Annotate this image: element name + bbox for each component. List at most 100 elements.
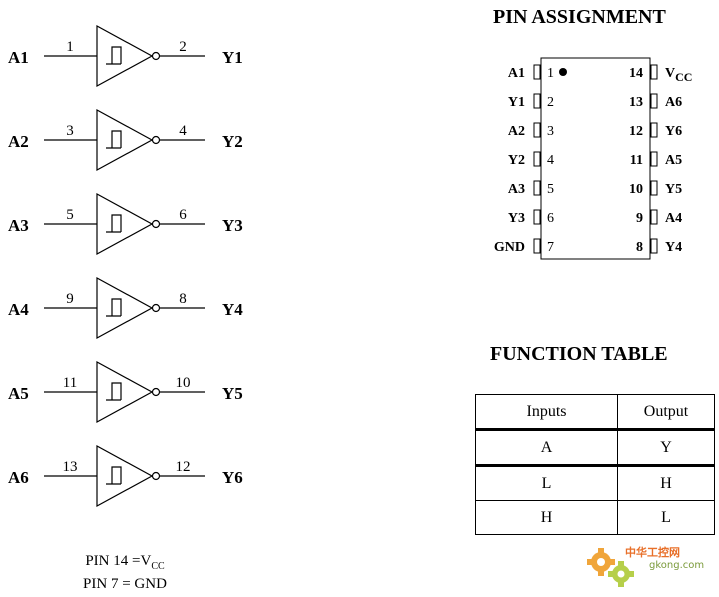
- ic-pin-tab: [650, 151, 658, 167]
- gate-input-label: A6: [8, 468, 29, 487]
- table-cell: L: [617, 500, 715, 535]
- ic-left-pin-label: A3: [508, 182, 525, 197]
- ic-right-pin-number: 8: [636, 240, 643, 255]
- gate-output-label: Y3: [222, 216, 243, 235]
- pin1-marker-dot: [559, 68, 567, 76]
- gate-input-label: A2: [8, 132, 29, 151]
- ic-body: [540, 57, 651, 260]
- watermark-text-cn: 中华工控网: [625, 546, 680, 559]
- table-header-inputs: Inputs: [475, 394, 618, 431]
- ic-right-pin-number: 9: [636, 211, 643, 226]
- gate-input-label: A5: [8, 384, 29, 403]
- ic-right-pin-number: 12: [629, 124, 643, 139]
- ic-right-pin-number: 13: [629, 95, 643, 110]
- inverter-bubble: [151, 219, 161, 229]
- table-subheader-row: A Y: [475, 429, 715, 467]
- input-pin-number: 11: [63, 375, 77, 391]
- ic-pin-tab: [650, 180, 658, 196]
- schmitt-hysteresis-symbol: [106, 214, 122, 233]
- schmitt-hysteresis-symbol: [106, 298, 122, 317]
- table-header-output: Output: [617, 394, 715, 431]
- pin-assignment-title: PIN ASSIGNMENT: [493, 6, 666, 28]
- ic-left-pin-label: A2: [508, 124, 525, 139]
- ic-pin-tab: [533, 64, 541, 80]
- ic-pin-tab: [533, 122, 541, 138]
- inverter-triangle: [96, 360, 154, 424]
- gate-output-label: Y2: [222, 132, 243, 151]
- ic-left-pin-number: 7: [547, 240, 554, 255]
- output-pin-number: 8: [179, 291, 187, 307]
- table-row: H L: [475, 500, 715, 535]
- table-subheader-y: Y: [617, 429, 715, 467]
- inverter-triangle: [96, 108, 154, 172]
- ic-left-pin-label: Y1: [508, 95, 525, 110]
- gate-output-label: Y6: [222, 468, 243, 487]
- ic-pin-tab: [533, 93, 541, 109]
- ic-right-pin-label: Y6: [665, 124, 682, 139]
- ic-pin-tab: [650, 122, 658, 138]
- ic-pin-tab: [650, 93, 658, 109]
- input-pin-number: 13: [63, 459, 78, 475]
- inverter-bubble: [151, 303, 161, 313]
- output-pin-number: 4: [179, 123, 187, 139]
- ic-right-pin-number: 11: [630, 153, 643, 168]
- table-cell: H: [475, 500, 618, 535]
- inverter-triangle: [96, 444, 154, 508]
- inverter-bubble: [151, 135, 161, 145]
- table-subheader-a: A: [475, 429, 618, 467]
- ic-pin-tab: [650, 238, 658, 254]
- ic-left-pin-number: 4: [547, 153, 554, 168]
- gate-output-label: Y4: [222, 300, 243, 319]
- ic-right-pin-label: Y5: [665, 182, 682, 197]
- ic-left-pin-number: 5: [547, 182, 554, 197]
- gate-input-label: A3: [8, 216, 29, 235]
- ic-right-pin-label: Y4: [665, 240, 682, 255]
- inverter-triangle: [96, 276, 154, 340]
- ic-pin-tab: [650, 64, 658, 80]
- schmitt-hysteresis-symbol: [106, 130, 122, 149]
- ic-left-pin-number: 6: [547, 211, 554, 226]
- table-row: L H: [475, 465, 715, 501]
- table-cell: L: [475, 465, 618, 501]
- ic-pin-tab: [533, 180, 541, 196]
- schmitt-hysteresis-symbol: [106, 466, 122, 485]
- output-pin-number: 6: [179, 207, 187, 223]
- inverter-bubble: [151, 51, 161, 61]
- output-pin-number: 2: [179, 39, 187, 55]
- ic-left-pin-label: Y3: [508, 211, 525, 226]
- ic-right-pin-number: 10: [629, 182, 643, 197]
- schmitt-hysteresis-symbol: [106, 382, 122, 401]
- ic-left-pin-number: 1: [547, 66, 554, 81]
- ic-left-pin-label: A1: [508, 66, 525, 81]
- function-table-title: FUNCTION TABLE: [490, 343, 668, 365]
- ic-right-pin-label: A6: [665, 95, 682, 110]
- inverter-triangle: [96, 192, 154, 256]
- ic-left-pin-label: GND: [494, 240, 525, 255]
- pin-note-gnd: PIN 7 = GND: [83, 576, 167, 592]
- watermark-text-domain: gkong.com: [649, 560, 705, 571]
- ic-left-pin-label: Y2: [508, 153, 525, 168]
- inverter-bubble: [151, 387, 161, 397]
- table-header-row: Inputs Output: [475, 394, 715, 431]
- ic-pin-tab: [533, 238, 541, 254]
- function-table: Inputs Output A Y L H H L: [475, 394, 715, 535]
- inverter-triangle: [96, 24, 154, 88]
- input-pin-number: 1: [66, 39, 74, 55]
- ic-right-pin-label: A4: [665, 211, 682, 226]
- ic-left-pin-number: 3: [547, 124, 554, 139]
- ic-right-pin-label: VCC: [665, 66, 692, 84]
- pin-note-vcc: PIN 14 =VCC: [85, 553, 165, 572]
- ic-pin-tab: [650, 209, 658, 225]
- gate-input-label: A4: [8, 300, 29, 319]
- ic-right-pin-number: 14: [629, 66, 643, 81]
- input-pin-number: 5: [66, 207, 74, 223]
- inverter-bubble: [151, 471, 161, 481]
- gate-output-label: Y1: [222, 48, 243, 67]
- gate-output-label: Y5: [222, 384, 243, 403]
- ic-left-pin-number: 2: [547, 95, 554, 110]
- watermark-logo: 中华工控网 gkong.com: [585, 540, 715, 592]
- schmitt-hysteresis-symbol: [106, 46, 122, 65]
- ic-right-pin-label: A5: [665, 153, 682, 168]
- input-pin-number: 3: [66, 123, 74, 139]
